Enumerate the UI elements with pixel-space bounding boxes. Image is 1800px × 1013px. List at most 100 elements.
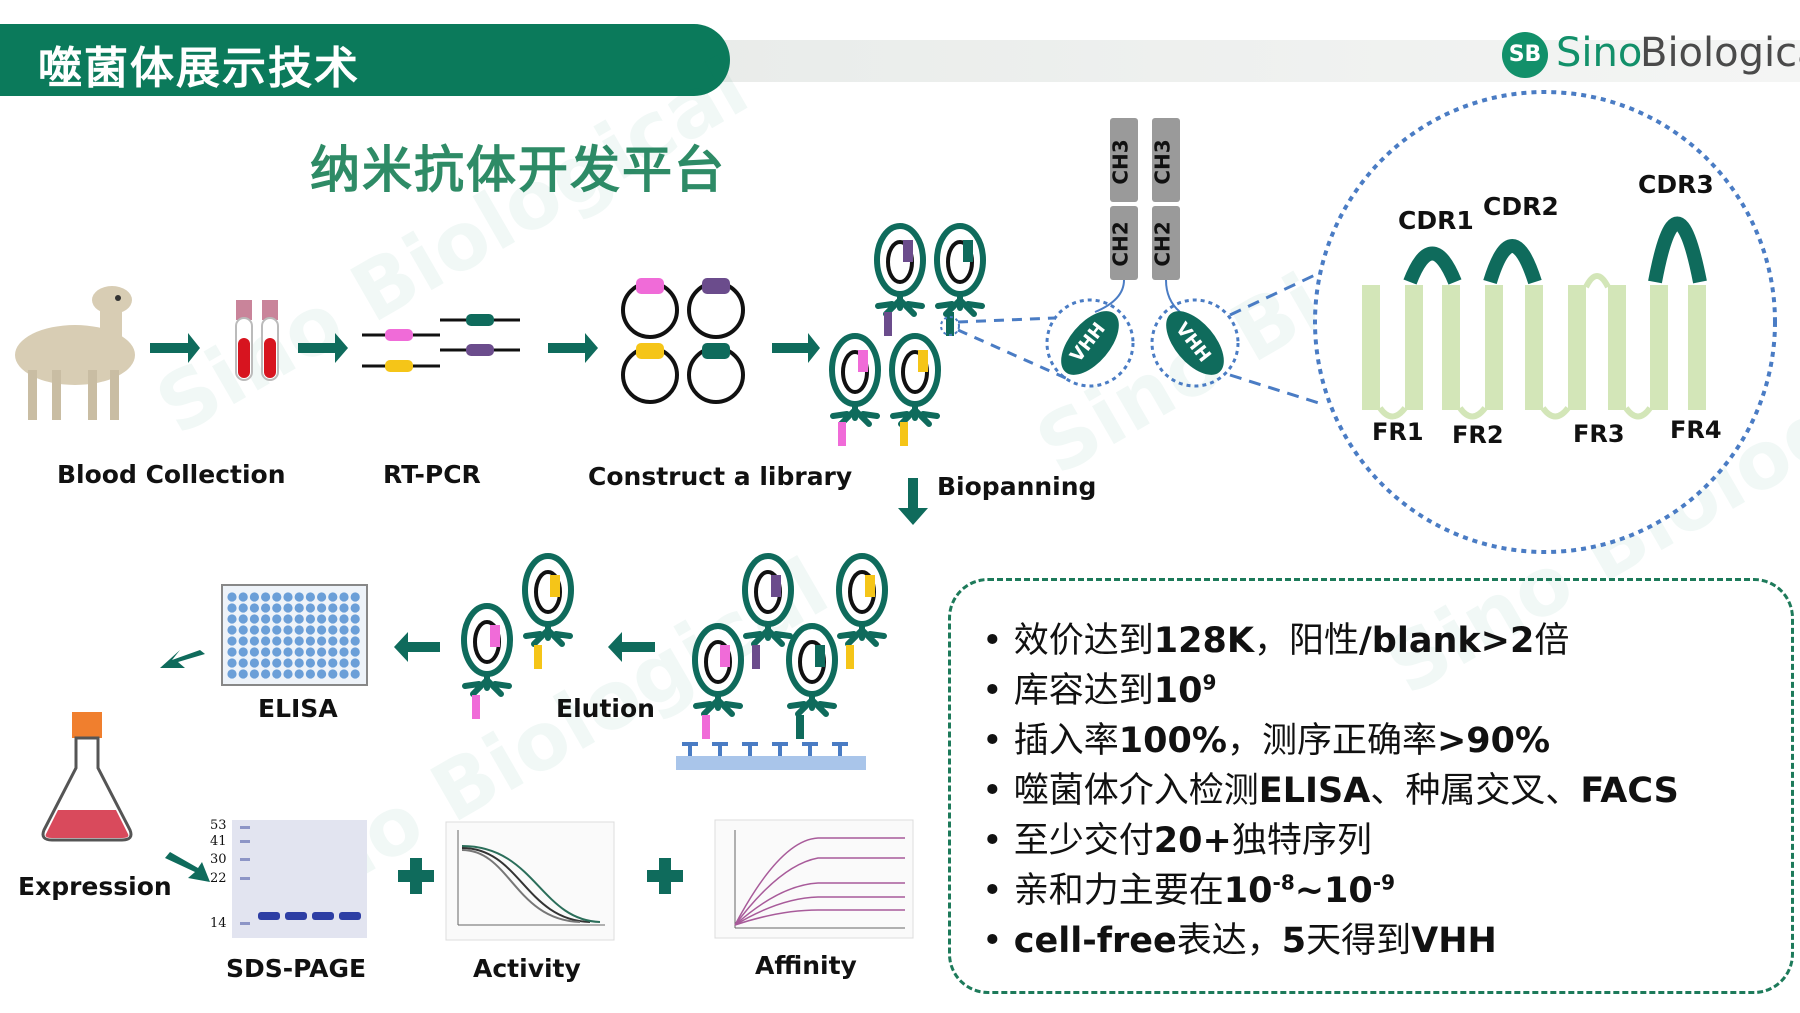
elisa-well [249, 669, 259, 679]
elisa-well [283, 647, 293, 657]
gel-marker: 22 [210, 871, 227, 886]
plus-icon [398, 858, 434, 894]
feature-item: • 至少交付20+独特序列 [982, 821, 1372, 861]
elisa-plate-icon [221, 584, 368, 686]
panning-phages-icon [676, 556, 885, 770]
step-label-affinity: Affinity [755, 951, 857, 980]
elisa-well [227, 636, 237, 646]
feature-item: • 噬菌体介入检测ELISA、种属交叉、FACS [982, 771, 1679, 811]
elisa-well [272, 603, 282, 613]
elisa-well [317, 647, 327, 657]
elisa-well [317, 669, 327, 679]
elisa-well [305, 614, 315, 624]
elisa-well [261, 647, 271, 657]
elisa-well [249, 603, 259, 613]
rt-pcr-icon [362, 314, 520, 372]
elisa-well [339, 614, 349, 624]
elisa-well [272, 625, 282, 635]
step-label-construct-library: Construct a library [588, 462, 853, 491]
elisa-well [328, 636, 338, 646]
elisa-well [305, 625, 315, 635]
fr1-label: FR1 [1372, 418, 1424, 446]
header-grey-band [700, 40, 1800, 82]
elisa-well [261, 658, 271, 668]
elisa-well [272, 636, 282, 646]
logo-text-biological: Biological [1640, 30, 1800, 76]
ch-domains [1094, 118, 1181, 313]
flask-icon [41, 712, 133, 842]
elisa-well [328, 647, 338, 657]
elution-phages-icon [464, 556, 571, 719]
elisa-well [283, 592, 293, 602]
elisa-well [238, 625, 248, 635]
fr3-label: FR3 [1573, 420, 1625, 448]
cdr3-label: CDR3 [1638, 170, 1714, 199]
elisa-well [249, 647, 259, 657]
fr4-label: FR4 [1670, 416, 1722, 444]
fr2-label: FR2 [1452, 421, 1504, 449]
elisa-well [350, 647, 360, 657]
ch2-label: CH2 [1150, 221, 1175, 267]
gel-marker: 53 [210, 818, 227, 833]
step-label-expression: Expression [18, 872, 172, 901]
elisa-well [317, 592, 327, 602]
elisa-well [261, 669, 271, 679]
elisa-well [238, 614, 248, 624]
elisa-well [305, 592, 315, 602]
elisa-well [249, 625, 259, 635]
gel-marker: 14 [210, 916, 227, 931]
elisa-well [272, 614, 282, 624]
elisa-well [261, 636, 271, 646]
elisa-well [305, 658, 315, 668]
step-label-elution: Elution [556, 694, 655, 723]
elisa-well [305, 636, 315, 646]
subtitle: 纳米抗体开发平台 [310, 141, 726, 199]
elisa-well [328, 603, 338, 613]
elisa-well [272, 658, 282, 668]
elisa-well [238, 636, 248, 646]
ch3-label: CH3 [1108, 139, 1133, 185]
alpaca-icon [15, 286, 135, 420]
elisa-well [238, 647, 248, 657]
step-label-biopanning: Biopanning [937, 472, 1097, 501]
feature-item: • 库容达到109 [982, 670, 1217, 711]
elisa-well [227, 625, 237, 635]
ch3-label: CH3 [1150, 139, 1175, 185]
activity-curve-thumbnail [445, 821, 615, 941]
gel-marker: 30 [210, 852, 227, 867]
elisa-well [249, 614, 259, 624]
elisa-well [283, 603, 293, 613]
elisa-well [339, 658, 349, 668]
plus-icon [647, 858, 683, 894]
ch2-label: CH2 [1108, 221, 1133, 267]
elisa-well [350, 614, 360, 624]
elisa-well [339, 669, 349, 679]
elisa-well [261, 592, 271, 602]
step-label-activity: Activity [473, 954, 581, 983]
elisa-well [283, 658, 293, 668]
elisa-well [294, 658, 304, 668]
elisa-well [249, 658, 259, 668]
step-label-blood-collection: Blood Collection [57, 460, 286, 489]
affinity-curve-thumbnail [714, 819, 914, 939]
elisa-well [261, 625, 271, 635]
elisa-well [294, 625, 304, 635]
elisa-well [261, 614, 271, 624]
sds-page-gel-icon [232, 820, 367, 938]
phage-library-icon [832, 226, 983, 446]
elisa-well [339, 603, 349, 613]
feature-item: • 效价达到128K，阳性/blank>2倍 [982, 621, 1570, 661]
logo-icon: SB [1502, 32, 1548, 78]
elisa-well [305, 647, 315, 657]
logo-text-sino: Sino [1556, 30, 1643, 76]
elisa-well [350, 603, 360, 613]
elisa-well [249, 636, 259, 646]
elisa-well [294, 647, 304, 657]
elisa-well [227, 669, 237, 679]
elisa-well [294, 636, 304, 646]
elisa-well [238, 669, 248, 679]
elisa-well [350, 625, 360, 635]
blood-tubes-icon [235, 300, 279, 381]
elisa-well [294, 669, 304, 679]
